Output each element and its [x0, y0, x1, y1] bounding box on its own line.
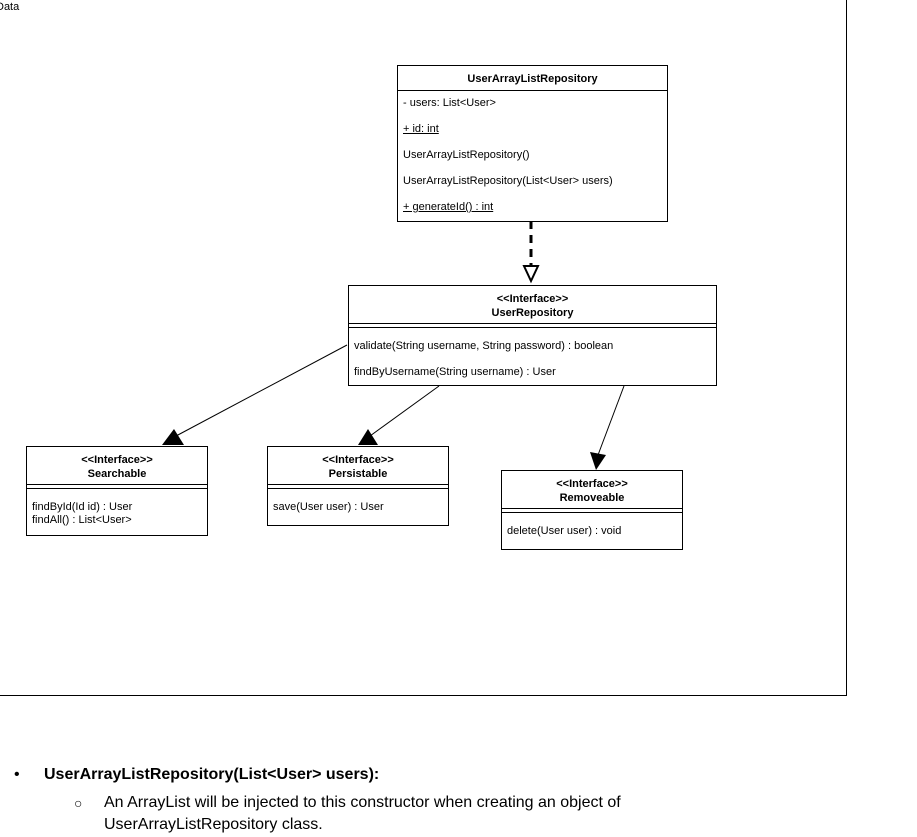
- class-name: UserArrayListRepository: [398, 66, 667, 91]
- interface-header: <<Interface>> Persistable: [268, 447, 448, 485]
- method-save: save(User user) : User: [273, 501, 384, 513]
- interface-name: Removeable: [559, 492, 625, 504]
- stereotype-label: <<Interface>>: [496, 293, 569, 305]
- interface-user-repository: <<Interface>> UserRepository validate(St…: [348, 285, 717, 386]
- sub-bullet-circle: ○: [74, 795, 83, 811]
- bullet-dot: •: [14, 766, 20, 783]
- interface-name: Persistable: [328, 468, 388, 480]
- member-users-field: - users: List<User>: [403, 97, 496, 109]
- interface-header: <<Interface>> Removeable: [502, 471, 682, 509]
- assoc-arrowhead-searchable: [162, 429, 184, 445]
- assoc-line-searchable: [175, 344, 348, 437]
- assoc-line-removeable: [597, 385, 625, 456]
- method-find-by-username: findByUsername(String username) : User: [354, 366, 556, 378]
- frame-label: Data: [0, 1, 20, 13]
- assoc-line-persistable: [369, 385, 440, 437]
- method-delete: delete(User user) : void: [507, 525, 622, 537]
- relationship-arrows: [162, 221, 625, 470]
- class-user-array-list-repository: UserArrayListRepository - users: List<Us…: [397, 65, 668, 222]
- interface-persistable: <<Interface>> Persistable save(User user…: [267, 446, 449, 526]
- method-validate: validate(String username, String passwor…: [354, 340, 614, 352]
- interface-name: Searchable: [87, 468, 147, 480]
- member-id-field: + id: int: [403, 123, 439, 135]
- member-default-constructor: UserArrayListRepository(): [403, 149, 530, 161]
- stereotype-label: <<Interface>>: [556, 478, 628, 490]
- method-find-by-id: findById(Id id) : User: [32, 501, 133, 513]
- sub-bullet-text: An ArrayList will be injected to this co…: [104, 794, 621, 833]
- interface-searchable: <<Interface>> Searchable findById(Id id)…: [26, 446, 208, 536]
- bullet-heading: UserArrayListRepository(List<User> users…: [44, 766, 380, 783]
- interface-header: <<Interface>> UserRepository: [349, 286, 716, 324]
- assoc-arrowhead-persistable: [358, 429, 378, 445]
- interface-name: UserRepository: [491, 307, 574, 319]
- realization-arrowhead: [522, 265, 540, 284]
- member-list-constructor: UserArrayListRepository(List<User> users…: [403, 175, 613, 187]
- method-find-all: findAll() : List<User>: [32, 514, 132, 526]
- member-generate-id-method: + generateId() : int: [403, 201, 494, 213]
- interface-removeable: <<Interface>> Removeable delete(User use…: [501, 470, 683, 550]
- assoc-arrowhead-removeable: [590, 452, 606, 470]
- interface-header: <<Interface>> Searchable: [27, 447, 207, 485]
- stereotype-label: <<Interface>>: [322, 454, 394, 466]
- stereotype-label: <<Interface>>: [81, 454, 153, 466]
